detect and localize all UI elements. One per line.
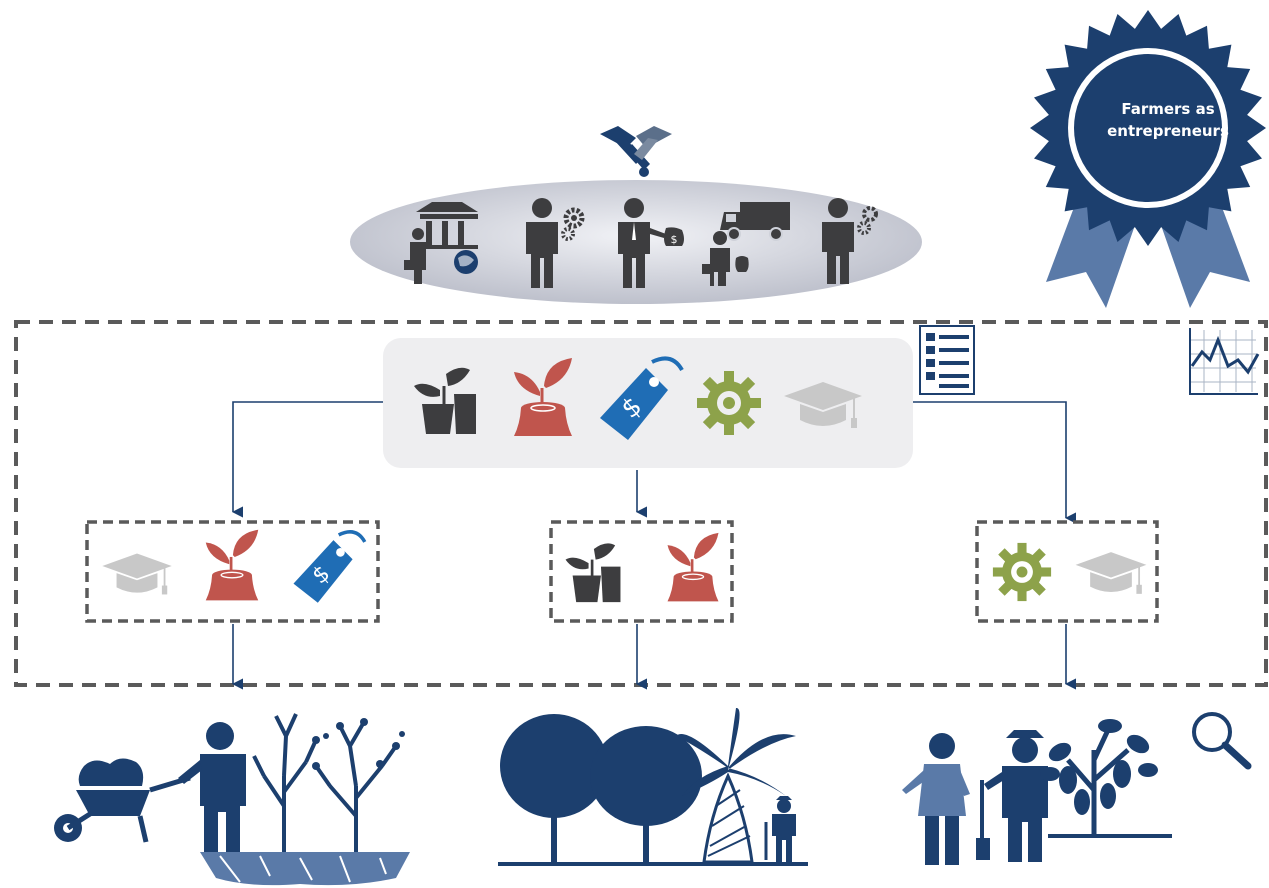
line-chart-icon bbox=[1189, 328, 1260, 395]
farmer-wheelbarrow-scene bbox=[54, 713, 410, 886]
checklist-icon bbox=[919, 325, 975, 395]
businessman-gear-icon bbox=[822, 198, 878, 284]
businessman-money-icon: $ bbox=[618, 198, 684, 288]
price-tag-icon: $ bbox=[293, 530, 367, 603]
seedling-pot-icon bbox=[565, 543, 621, 603]
graduation-cap-icon bbox=[1075, 552, 1147, 594]
handshake-icon bbox=[600, 126, 672, 177]
tree-stump-sprout-icon bbox=[514, 358, 572, 436]
businessman-gear-icon bbox=[526, 198, 585, 288]
graduation-cap-icon bbox=[102, 553, 172, 595]
badge-label: Farmers as entrepreneurs bbox=[1098, 98, 1238, 142]
farmer-couple-cocoa-scene bbox=[902, 719, 1172, 865]
tree-stump-sprout-icon bbox=[667, 532, 719, 602]
badge-line-2: entrepreneurs bbox=[1107, 122, 1229, 140]
magnifier-icon bbox=[1192, 712, 1252, 770]
badge-line-1: Farmers as bbox=[1121, 100, 1215, 118]
bank-icon bbox=[404, 202, 478, 284]
connector-left bbox=[231, 401, 383, 518]
branch-box-left bbox=[85, 520, 380, 623]
seedling-pot-icon bbox=[414, 367, 476, 434]
trader-truck-icon bbox=[702, 202, 790, 286]
award-rosette-icon bbox=[1030, 10, 1266, 308]
graduation-cap-icon bbox=[784, 382, 862, 428]
svg-text:$: $ bbox=[671, 233, 678, 246]
connector-right bbox=[912, 401, 1077, 524]
gear-icon bbox=[992, 542, 1052, 602]
gear-icon bbox=[697, 371, 761, 435]
tree-stump-sprout-icon bbox=[205, 529, 259, 601]
diversified-agroforestry-scene bbox=[498, 707, 808, 866]
branch-box-right bbox=[975, 520, 1159, 623]
price-tag-icon: $ bbox=[600, 356, 684, 440]
branch-box-middle bbox=[549, 520, 734, 623]
